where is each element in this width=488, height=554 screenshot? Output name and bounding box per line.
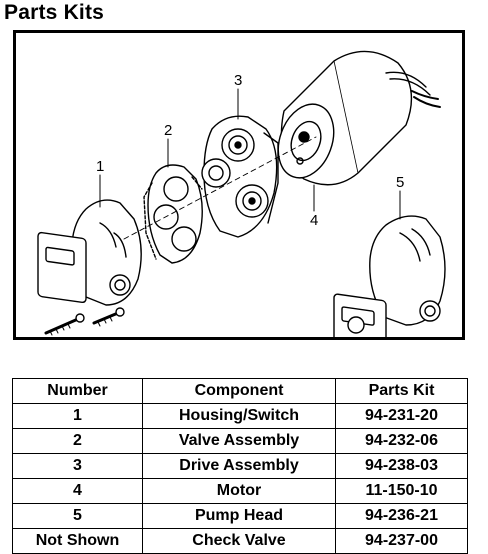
screws-drawing [44, 307, 125, 336]
pump-head-drawing [333, 215, 446, 337]
exploded-parts-diagram: 1 2 3 4 5 [13, 30, 465, 340]
callout-4: 4 [310, 212, 319, 229]
row-component: Housing/Switch [142, 403, 336, 429]
row-number: 1 [12, 403, 143, 429]
page-title: Parts Kits [4, 1, 105, 24]
row-parts-kit: 94-231-20 [335, 403, 468, 429]
callout-3: 3 [234, 72, 243, 89]
header-parts-kit: Parts Kit [335, 378, 468, 404]
exploded-view-illustration [37, 50, 446, 337]
housing-switch-drawing [37, 199, 142, 306]
table-row: 2 Valve Assembly 94-232-06 [12, 428, 468, 454]
row-parts-kit: 94-232-06 [335, 428, 468, 454]
row-component: Motor [142, 478, 336, 504]
valve-assembly-drawing [143, 164, 203, 264]
motor-drawing [277, 50, 441, 186]
row-parts-kit: 94-238-03 [335, 453, 468, 479]
parts-kits-table: Number Component Parts Kit 1 Housing/Swi… [12, 378, 468, 554]
row-number: 5 [12, 503, 143, 529]
callout-2: 2 [164, 122, 173, 139]
header-component: Component [142, 378, 336, 404]
header-number: Number [12, 378, 143, 404]
table-row: 4 Motor 11-150-10 [12, 478, 468, 504]
table-row: 3 Drive Assembly 94-238-03 [12, 453, 468, 479]
table-row: 1 Housing/Switch 94-231-20 [12, 403, 468, 429]
row-parts-kit: 11-150-10 [335, 478, 468, 504]
row-number: 2 [12, 428, 143, 454]
callout-1: 1 [96, 158, 105, 175]
row-number: 3 [12, 453, 143, 479]
callout-5: 5 [396, 174, 405, 191]
row-component: Valve Assembly [142, 428, 336, 454]
drive-assembly-drawing [201, 115, 279, 238]
table-row: 5 Pump Head 94-236-21 [12, 503, 468, 529]
row-component: Pump Head [142, 503, 336, 529]
row-number: 4 [12, 478, 143, 504]
row-parts-kit: 94-236-21 [335, 503, 468, 529]
row-component: Drive Assembly [142, 453, 336, 479]
table-header-row: Number Component Parts Kit [12, 378, 468, 404]
